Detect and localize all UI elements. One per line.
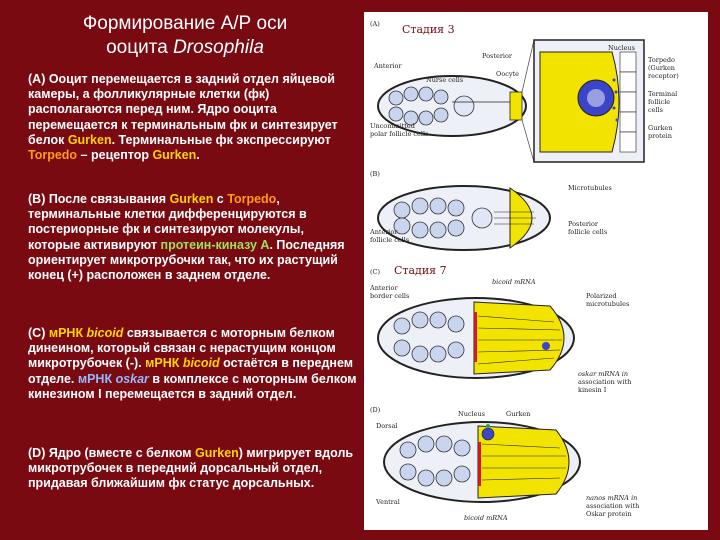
para-c-bicoid-2: bicoid	[182, 356, 220, 371]
panel-a-follicle: follicle	[648, 98, 670, 106]
panel-c-border-cells: border cells	[370, 292, 409, 300]
panel-b-posterior: Posterior	[568, 220, 599, 228]
panel-a-oocyte: Oocyte	[496, 70, 519, 78]
panel-d-nanos: nanos mRNA in	[586, 494, 637, 502]
para-b-text-4: . Последняя ориентирует микротрубочки та…	[28, 237, 345, 283]
para-b-torpedo: Torpedo	[227, 192, 277, 206]
para-c-mrna-2: мРНК	[145, 356, 183, 371]
oocyte-diagram: (A) Стадия 3 Anterior Posterior Nurse ce…	[369, 20, 679, 522]
para-d-text-1: (D) Ядро (вместе с белком	[28, 446, 196, 460]
panel-a-anterior: Anterior	[373, 62, 402, 70]
panel-c-anterior: Anterior	[369, 284, 398, 292]
panel-b-anterior-cells: follicle cells	[370, 236, 409, 244]
panel-c-letter: (C)	[370, 268, 381, 276]
para-c-bicoid-1: bicoid	[86, 326, 124, 340]
para-a-gurken: Gurken	[67, 132, 112, 147]
panel-b-anterior: Anterior	[369, 228, 398, 236]
panel-c-bicoid: bicoid mRNA	[492, 278, 536, 286]
panel-c-oskar: oskar mRNA in	[578, 370, 628, 378]
panel-d-association: association with	[586, 502, 639, 510]
para-b-text-3: , терминальные клетки дифференцируются в…	[28, 192, 307, 252]
panel-b-microtubules: Microtubules	[568, 184, 612, 192]
panel-a-torpedo-receptor: receptor)	[648, 72, 679, 80]
panel-d-gurken: Gurken	[506, 410, 530, 418]
para-b-gurken: Gurken	[169, 192, 214, 206]
panel-c-microtubules: microtubules	[586, 300, 629, 308]
panel-d-egg-chamber	[383, 421, 581, 503]
panel-c-polarized: Polarized	[586, 292, 617, 300]
paragraph-a: (А) Ооцит перемещается в задний отдел яй…	[28, 72, 358, 163]
para-c-text-4: в комплексе с моторным белком кинезином …	[28, 371, 357, 401]
para-b-text-2: с	[213, 192, 228, 206]
para-a-torpedo: Torpedo	[28, 148, 78, 163]
panel-b-egg-chamber	[377, 185, 551, 251]
panel-b-posterior-cells: follicle cells	[568, 228, 607, 236]
para-c-mrna-3: мРНК	[77, 371, 116, 386]
paragraph-d: (D) Ядро (вместе с белком Gurken) мигрир…	[28, 446, 358, 492]
title-line-1: Формирование А/Р оси	[82, 13, 288, 34]
para-c-text-2: связывается с моторным белком динеином, …	[28, 326, 336, 371]
panel-c-association: association with	[578, 378, 631, 386]
para-a-text-3: – рецептор	[77, 148, 153, 163]
panel-a-polar-cells: polar follicle cells	[370, 130, 428, 138]
oocyte-diagram-figure: (A) Стадия 3 Anterior Posterior Nurse ce…	[364, 12, 708, 530]
panel-c-egg-chamber	[377, 297, 575, 379]
para-c-text-3: остаётся в переднем отделе.	[28, 356, 354, 386]
panel-a-gurken: Gurken	[648, 124, 672, 132]
title-species: Drosophila	[173, 37, 264, 58]
title-line-2: ооцита Drosophila	[20, 36, 350, 60]
paragraph-b: (В) После связывания Gurken с Torpedo, т…	[28, 192, 358, 283]
slide-title: Формирование А/Р оси ооцита Drosophila	[20, 12, 350, 60]
para-a-text-1: (А) Ооцит перемещается в задний отдел яй…	[28, 72, 338, 147]
para-a-text-4: .	[196, 148, 200, 163]
para-d-gurken: Gurken	[195, 446, 239, 460]
panel-d-letter: (D)	[370, 406, 381, 414]
paragraph-c: (С) мРНК bicoid связывается с моторным б…	[28, 326, 358, 402]
panel-a-torpedo-gurken: (Gurken	[648, 64, 675, 72]
panel-a-nurse-cells: Nurse cells	[426, 76, 463, 84]
panel-a-terminal: Terminal	[648, 90, 677, 98]
para-c-oskar: oskar	[115, 371, 149, 386]
panel-a-posterior: Posterior	[482, 52, 513, 60]
panel-a-torpedo: Torpedo	[648, 56, 675, 64]
para-a-gurken-2: Gurken	[152, 148, 197, 163]
panel-d-dorsal: Dorsal	[376, 422, 398, 430]
panel-a-uncommitted: Uncommitted	[370, 122, 415, 130]
panel-a-nucleus: Nucleus	[608, 44, 635, 52]
panel-d-ventral: Ventral	[375, 498, 400, 506]
title-prefix: ооцита	[106, 37, 174, 58]
para-c-mrna-1: мРНК	[48, 326, 87, 340]
panel-a-cells: cells	[648, 106, 663, 114]
panel-a-egg-chamber	[377, 75, 527, 137]
panel-d-nucleus: Nucleus	[458, 410, 485, 418]
panel-c-kinesin: kinesin I	[578, 386, 607, 394]
para-b-protein-kinase: протеин-киназу А	[160, 237, 270, 252]
para-b-text-1: (В) После связывания	[28, 192, 170, 206]
stage-3-label: Стадия 3	[402, 23, 455, 36]
panel-a-letter: (A)	[370, 20, 380, 28]
para-d-text-2: ) мигрирует вдоль микротрубочек в передн…	[28, 446, 354, 491]
panel-d-oskar-protein: Oskar protein	[586, 510, 632, 518]
panel-a-gurken-protein: protein	[648, 132, 672, 140]
panel-a-oocyte-zoom	[533, 39, 645, 163]
para-c-text-1: (С)	[28, 326, 49, 340]
stage-7-label: Стадия 7	[394, 264, 447, 277]
panel-b-letter: (B)	[370, 170, 380, 178]
panel-d-bicoid: bicoid mRNA	[464, 514, 508, 522]
panel-a-zoom-lines	[521, 39, 535, 163]
para-a-text-2: . Терминальные фк экспрессируют	[111, 132, 331, 147]
